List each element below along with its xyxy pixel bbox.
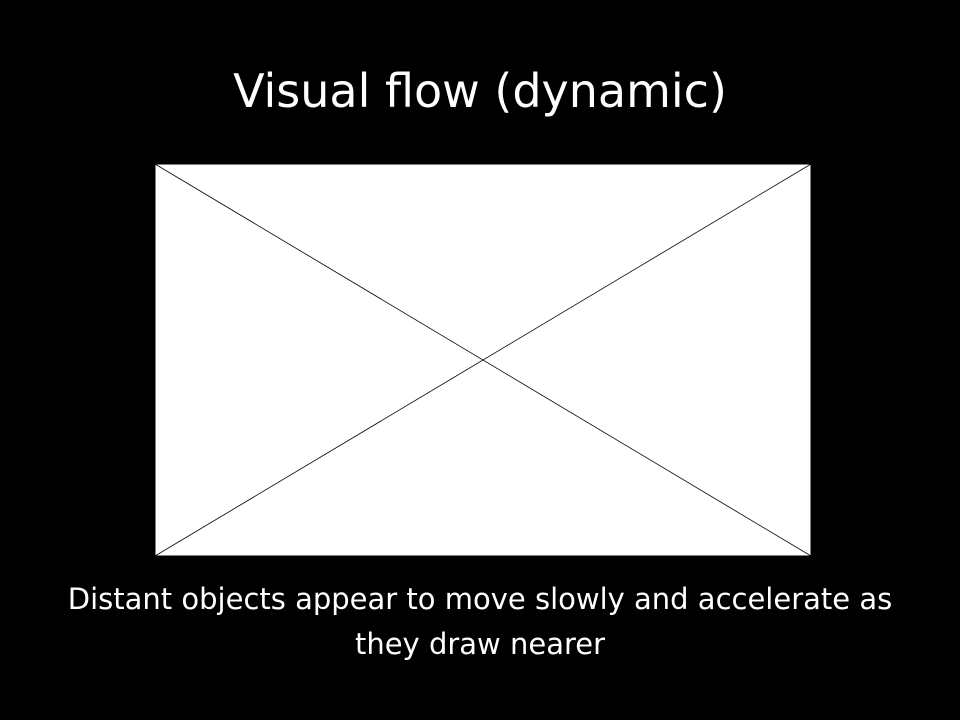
slide-title: Visual flow (dynamic) xyxy=(233,64,727,118)
slide-caption: Distant objects appear to move slowly an… xyxy=(67,582,893,661)
image-placeholder xyxy=(155,164,811,556)
placeholder-diagonal-line xyxy=(155,164,811,556)
